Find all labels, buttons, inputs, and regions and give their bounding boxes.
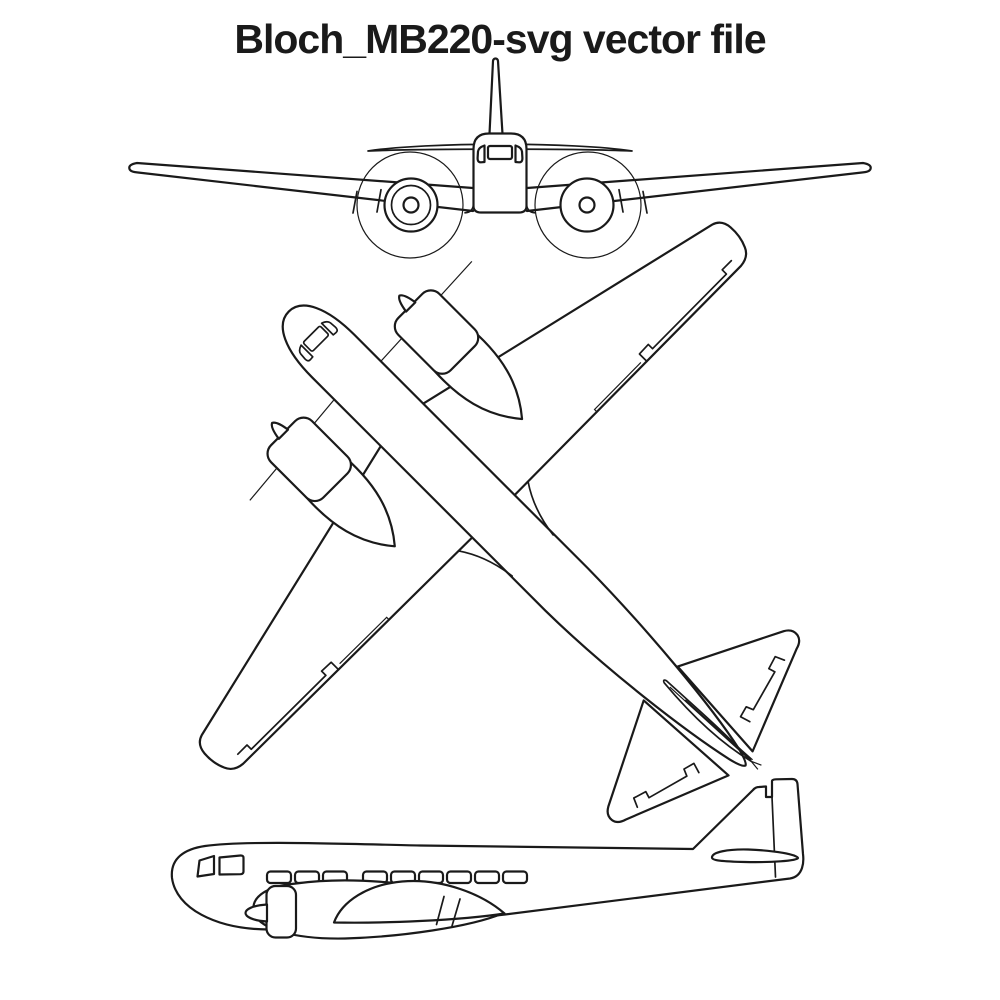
window <box>445 870 473 885</box>
fin-edge-lines <box>669 686 762 770</box>
front-view <box>128 57 872 259</box>
left-aileron-hinge <box>250 616 390 750</box>
front-fuselage <box>472 132 528 214</box>
wing-root-fillets <box>457 480 555 577</box>
front-fin <box>488 57 504 136</box>
side-spinner <box>244 903 269 923</box>
cockpit-window-right <box>514 144 524 164</box>
side-wing-airfoil <box>332 879 506 924</box>
fin-edge-outline <box>662 679 753 763</box>
plan-window-right <box>320 320 339 336</box>
side-stabilizer <box>710 848 800 864</box>
top-left-nacelle <box>266 416 396 548</box>
top-right-stabilizer <box>676 629 801 753</box>
rudder-hinge-line <box>771 796 777 878</box>
side-windshield-front <box>196 854 216 878</box>
left-propeller-disc <box>356 151 464 259</box>
front-wing-root-fillets <box>464 204 536 214</box>
side-windshield-main <box>218 854 245 876</box>
top-right-wing <box>421 221 748 497</box>
front-left-wing <box>128 161 475 213</box>
top-left-wing <box>198 444 475 771</box>
left-spinner <box>270 421 290 440</box>
front-wing-break-lines <box>352 188 648 214</box>
left-nacelle-ring <box>383 177 439 233</box>
plan-window-left <box>298 344 314 362</box>
side-propeller-blade <box>265 884 298 939</box>
window <box>473 870 501 885</box>
side-view <box>170 777 805 940</box>
page-title: Bloch_MB220-svg vector file <box>234 16 766 62</box>
right-aileron <box>638 259 733 363</box>
cockpit-window-left <box>476 144 486 164</box>
left-cowl-ring <box>390 184 432 226</box>
top-left-stabilizer <box>606 699 730 824</box>
top-cockpit-windows <box>298 320 339 362</box>
left-hub <box>402 196 420 214</box>
side-cockpit-windows <box>196 854 245 878</box>
window <box>265 870 293 885</box>
front-left-engine <box>383 177 439 233</box>
cowl-flap-lines <box>435 895 461 927</box>
front-right-wing <box>525 161 872 213</box>
left-elevator <box>632 762 700 809</box>
left-aileron <box>236 661 340 756</box>
right-hub <box>578 196 596 214</box>
right-elevator <box>739 655 786 723</box>
window <box>501 870 529 885</box>
top-view <box>198 221 801 824</box>
front-right-engine <box>559 177 615 233</box>
plan-window-center <box>302 325 330 352</box>
right-aileron-hinge <box>593 273 727 413</box>
right-spinner <box>398 294 417 313</box>
front-cockpit-windows <box>476 144 524 164</box>
top-fuselage <box>281 304 747 767</box>
right-propeller-disc <box>534 151 642 259</box>
top-right-nacelle <box>393 289 524 421</box>
right-nacelle-ring <box>559 177 615 233</box>
top-fin-edge <box>662 679 762 770</box>
cockpit-window-center <box>486 144 514 161</box>
